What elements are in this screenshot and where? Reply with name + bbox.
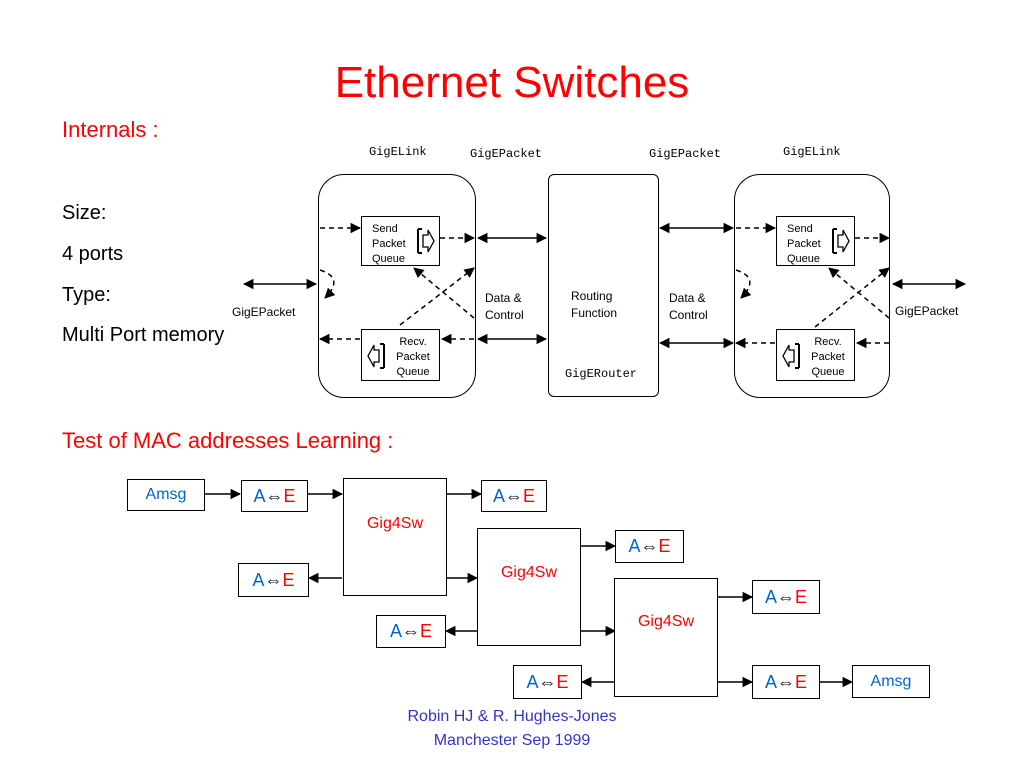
data-control-left-label: Data & Control <box>485 290 524 324</box>
mac-e: E <box>658 536 671 556</box>
gig4sw-1: Gig4Sw <box>343 478 447 596</box>
double-arrow-icon: ⇔ <box>264 569 283 590</box>
mac-a: A <box>252 569 265 590</box>
send-arrow-icon <box>417 228 435 254</box>
amsg-source: Amsg <box>127 479 205 511</box>
recv-arrow-icon <box>367 343 385 369</box>
mac-e: E <box>420 621 433 641</box>
recv-queue-left-line2: Packet <box>396 351 430 363</box>
mac-a: A <box>492 485 505 506</box>
double-arrow-icon: ⇔ <box>640 536 659 556</box>
gigerouter-box: Routing Function GigERouter <box>548 174 659 397</box>
mac-e: E <box>795 586 808 607</box>
data-control-right-line2: Control <box>669 308 708 322</box>
mac-box-2: A⇔E <box>481 480 547 512</box>
mac-a: A <box>389 621 402 641</box>
recv-queue-right-line3: Queue <box>811 366 845 378</box>
amsg-source-label: Amsg <box>145 486 187 503</box>
mac-box-5: A⇔E <box>376 615 446 648</box>
spec-type: Type: <box>62 284 111 306</box>
double-arrow-icon: ⇔ <box>265 485 284 506</box>
recv-queue-left-line3: Queue <box>396 366 430 378</box>
send-queue-left-line3: Queue <box>372 253 406 265</box>
double-arrow-icon: ⇔ <box>777 671 795 692</box>
mac-e: E <box>523 485 536 506</box>
slide-title: Ethernet Switches <box>334 58 690 107</box>
recv-arrow-icon <box>782 343 800 369</box>
routing-line1: Routing <box>571 289 613 303</box>
routing-line2: Function <box>571 306 618 320</box>
send-arrow-icon <box>832 228 850 254</box>
recv-queue-right-line2: Packet <box>811 351 845 363</box>
send-queue-right: Send Packet Queue <box>776 216 855 266</box>
data-control-left-line1: Data & <box>485 291 522 305</box>
send-queue-right-line2: Packet <box>787 238 821 250</box>
data-control-right-line1: Data & <box>669 291 706 305</box>
mac-a: A <box>764 671 777 692</box>
credit-place-date: Manchester Sep 1999 <box>433 732 591 749</box>
mac-a: A <box>628 536 641 556</box>
spec-memory: Multi Port memory <box>62 324 225 346</box>
mac-box-8: A⇔E <box>752 665 820 699</box>
credit-author: Robin HJ & R. Hughes-Jones <box>407 708 617 725</box>
gigepacket-side-left-label: GigEPacket <box>232 305 296 319</box>
amsg-destination-label: Amsg <box>870 672 912 690</box>
gig4sw-3-label: Gig4Sw <box>637 613 695 630</box>
recv-queue-right-line1: Recv. <box>814 336 842 348</box>
spec-ports: 4 ports <box>62 243 124 265</box>
send-queue-left-line1: Send <box>372 223 398 235</box>
gig4sw-1-label: Gig4Sw <box>366 515 424 532</box>
gigelink-left-card <box>318 174 476 398</box>
gigelink-left-label: GigELink <box>369 145 427 159</box>
mac-box-7: A⇔E <box>513 665 582 699</box>
gig4sw-3: Gig4Sw <box>614 578 718 697</box>
gigelink-right-card <box>734 174 890 398</box>
recv-queue-left-line1: Recv. <box>399 336 427 348</box>
gigepacket-top-right-label: GigEPacket <box>649 147 722 161</box>
mac-box-1: A⇔E <box>241 480 308 512</box>
mac-a: A <box>253 485 266 506</box>
mac-e: E <box>795 671 808 692</box>
gigepacket-side-right-label: GigEPacket <box>895 304 959 318</box>
mac-e: E <box>283 485 296 506</box>
data-control-left-line2: Control <box>485 308 524 322</box>
recv-queue-right: Recv. Packet Queue <box>776 329 855 381</box>
double-arrow-icon: ⇔ <box>505 485 523 506</box>
send-queue-right-line3: Queue <box>787 253 821 265</box>
internals-heading: Internals : <box>62 117 159 142</box>
gigelink-right-label: GigELink <box>783 145 841 159</box>
recv-queue-left: Recv. Packet Queue <box>361 329 440 381</box>
gigepacket-top-left-label: GigEPacket <box>470 147 543 161</box>
learning-heading: Test of MAC addresses Learning : <box>62 428 394 453</box>
send-queue-left-line2: Packet <box>372 238 406 250</box>
mac-e: E <box>556 671 569 692</box>
spec-size: Size: <box>62 202 107 224</box>
mac-box-3: A⇔E <box>238 563 309 597</box>
mac-a: A <box>764 586 777 607</box>
gig4sw-2: Gig4Sw <box>477 528 581 646</box>
mac-a: A <box>526 671 539 692</box>
mac-box-6: A⇔E <box>752 580 820 614</box>
double-arrow-icon: ⇔ <box>538 671 557 692</box>
send-queue-right-line1: Send <box>787 223 813 235</box>
gigerouter-label: GigERouter <box>565 367 638 381</box>
send-queue-left: Send Packet Queue <box>361 216 440 266</box>
gig4sw-2-label: Gig4Sw <box>500 564 558 581</box>
double-arrow-icon: ⇔ <box>777 586 795 607</box>
amsg-destination: Amsg <box>852 665 930 698</box>
data-control-right-label: Data & Control <box>669 290 708 324</box>
mac-e: E <box>282 569 295 590</box>
double-arrow-icon: ⇔ <box>402 621 420 641</box>
mac-box-4: A⇔E <box>615 530 684 563</box>
